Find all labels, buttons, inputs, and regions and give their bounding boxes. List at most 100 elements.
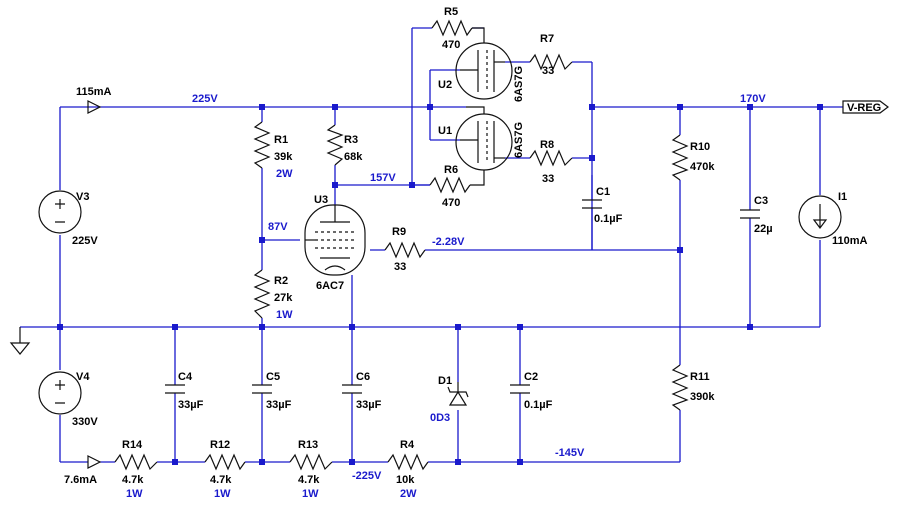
r14-value: 4.7k [122,474,144,486]
r10-ref: R10 [690,141,710,153]
r1-ref: R1 [274,134,288,146]
c4-ref: C4 [178,371,193,383]
r3-value: 68k [344,151,363,163]
capacitor-c2 [510,384,530,394]
c1-value: 0.1µF [594,213,623,225]
net-label-neg225v: -225V [352,470,382,482]
capacitor-c6 [342,384,362,394]
r12-ref: R12 [210,439,230,451]
u3-ref: U3 [314,194,328,206]
current-arrow-top [87,100,102,114]
c5-ref: C5 [266,371,280,383]
resistor-r7 [529,53,573,71]
resistor-r13 [289,453,333,471]
r3-ref: R3 [344,134,358,146]
net-label-87v: 87V [268,221,288,233]
v4-value: 330V [72,416,98,428]
capacitor-c5 [252,384,272,394]
current-label-bottom: 7.6mA [64,474,97,486]
resistor-r3 [326,124,344,166]
d1-ref: D1 [438,375,452,387]
capacitor-c1 [582,199,602,209]
diode-d1 [447,382,469,406]
net-label-225v: 225V [192,93,218,105]
resistor-r1 [253,121,271,169]
r6-value: 470 [442,197,460,209]
r1-value: 39k [274,151,293,163]
r7-value: 33 [542,65,554,77]
r14-note: 1W [126,488,143,500]
r12-note: 1W [214,488,231,500]
tube-u2-6as7g [455,27,513,100]
u1-ref: U1 [438,125,452,137]
vreg-port-label: V-REG [847,102,881,114]
capacitor-c3 [740,209,760,219]
r11-ref: R11 [690,371,710,383]
u1-value: 6AS7G [513,122,525,158]
resistor-r2 [253,269,271,319]
u2-value: 6AS7G [513,66,525,102]
resistor-r9 [384,241,426,259]
r4-value: 10k [396,474,415,486]
net-label-neg145v: -145V [555,447,585,459]
resistor-r12 [204,453,246,471]
r1-note: 2W [276,168,293,180]
r4-ref: R4 [400,439,415,451]
c3-value: 22µ [754,223,773,235]
voltage-source-v4 [38,371,82,415]
r6-ref: R6 [444,164,458,176]
r9-value: 33 [394,261,406,273]
resistor-r5 [431,19,473,37]
net-label-neg2.28v: -2.28V [432,236,465,248]
junction-dots [57,104,823,465]
v3-ref: V3 [76,191,89,203]
ground-symbol [9,327,31,355]
r13-value: 4.7k [298,474,320,486]
c5-value: 33µF [266,399,292,411]
current-source-i1 [798,195,842,239]
resistor-r11 [671,364,689,411]
r13-ref: R13 [298,439,318,451]
v4-ref: V4 [76,371,90,383]
r5-value: 470 [442,39,460,51]
c1-ref: C1 [596,186,610,198]
net-label-157v: 157V [370,172,396,184]
u2-ref: U2 [438,79,452,91]
v3-value: 225V [72,235,98,247]
net-label-170v: 170V [740,93,766,105]
tube-u1-6as7g [455,106,513,186]
resistor-r10 [671,134,689,181]
r7-ref: R7 [540,33,554,45]
current-arrow-bottom [87,455,102,469]
i1-value: 110mA [832,235,868,247]
resistor-r14 [114,453,158,471]
d1-value: 0D3 [430,412,450,424]
resistor-r4 [387,453,429,471]
r10-value: 470k [690,161,715,173]
c6-value: 33µF [356,399,382,411]
r13-note: 1W [302,488,319,500]
r2-ref: R2 [274,275,288,287]
voltage-source-v3 [38,190,82,234]
c2-value: 0.1µF [524,399,553,411]
capacitor-c4 [165,384,185,394]
resistor-r6 [429,176,471,194]
tube-u3-6ac7 [304,204,366,276]
c4-value: 33µF [178,399,204,411]
c6-ref: C6 [356,371,370,383]
vreg-port-flag [842,100,889,114]
r8-ref: R8 [540,139,554,151]
r12-value: 4.7k [210,474,232,486]
r4-note: 2W [400,488,417,500]
current-label-top: 115mA [76,86,112,98]
r5-ref: R5 [444,6,458,18]
r2-note: 1W [276,309,293,321]
r2-value: 27k [274,292,293,304]
u3-value: 6AC7 [316,280,344,292]
wires [20,27,843,463]
r9-ref: R9 [392,226,406,238]
r14-ref: R14 [122,439,143,451]
c3-ref: C3 [754,195,768,207]
i1-ref: I1 [838,191,847,203]
